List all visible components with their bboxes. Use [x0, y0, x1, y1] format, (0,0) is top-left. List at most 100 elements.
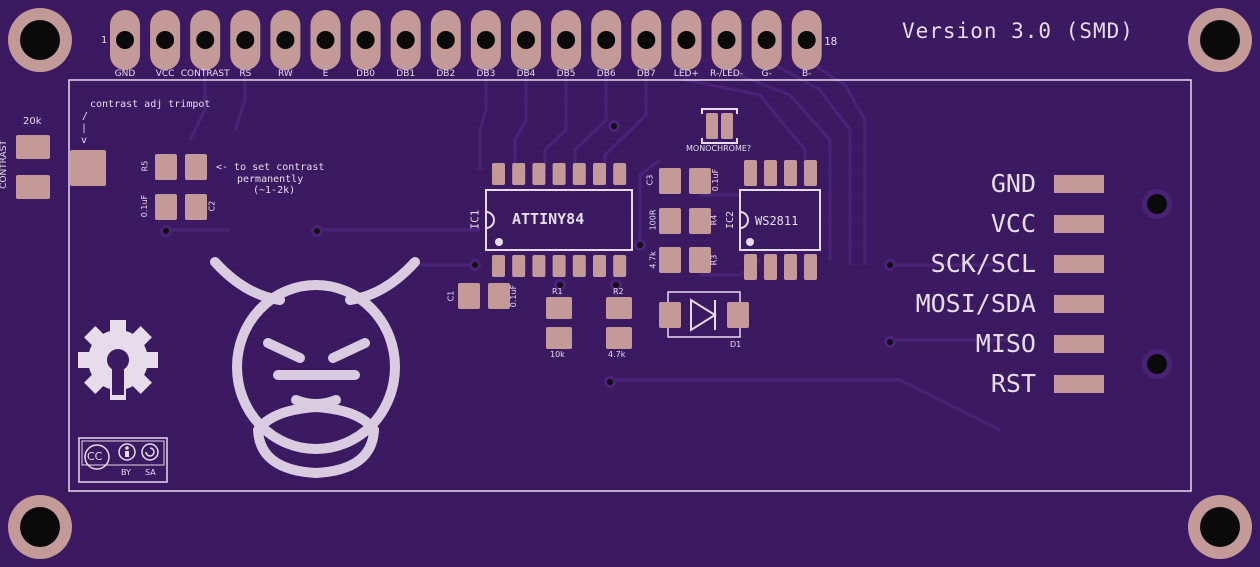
ic1-name-label: ATTINY84 [512, 210, 585, 228]
r2-value-label: 4.7k [608, 350, 626, 359]
header-label-db4: DB4 [516, 69, 536, 79]
header-pin-hole [276, 31, 295, 49]
ic1-pad [492, 163, 505, 185]
header-pin-hole [156, 31, 175, 49]
header-label-e: E [322, 69, 329, 79]
r5-label: R5 [140, 160, 150, 172]
trimpot-arrow-slash: / [82, 111, 89, 122]
io-label-vcc: VCC [990, 209, 1036, 238]
c2-value-label: 0.1uF [140, 194, 150, 218]
ic2-pad [764, 254, 777, 280]
header-label-db3: DB3 [476, 69, 496, 79]
header-label-db6: DB6 [596, 69, 616, 79]
ic2-pad [784, 254, 797, 280]
ic2-pad [804, 160, 817, 186]
header-label-r-led-: R-/LED- [709, 69, 744, 79]
header-label-db0: DB0 [356, 69, 376, 79]
header-pin-hole [236, 31, 255, 49]
io-label-mosi-sda: MOSI/SDA [915, 289, 1036, 318]
header-pin-last-number: 18 [824, 35, 838, 48]
cc-label: CC [87, 450, 103, 463]
trimpot-note: contrast adj trimpot [90, 99, 211, 110]
io-label-sck-scl: SCK/SCL [930, 249, 1036, 278]
header-pin-hole [116, 31, 134, 49]
c3-label: C3 [645, 174, 655, 186]
header-pin-hole [557, 31, 576, 49]
contrast-side-label: CONTRAST [0, 140, 9, 189]
monochrome-jumper [701, 108, 738, 144]
header-pin-hole [436, 31, 455, 49]
ic1-pad [532, 163, 546, 185]
ic1-pads [492, 163, 627, 277]
ic2-pad [744, 160, 757, 186]
trimpot-arrow-head: v [81, 135, 88, 146]
ic1-pad [572, 163, 586, 185]
version-label: Version 3.0 (SMD) [902, 19, 1134, 43]
cc-license-badge [78, 437, 168, 483]
vias [160, 120, 1172, 388]
ic1-pad [552, 163, 566, 185]
copper-traces [165, 40, 1010, 432]
header-pin-hole [717, 31, 736, 49]
open-hardware-gear-icon [78, 320, 158, 400]
header-pin-hole [396, 31, 415, 49]
ic2-pad [744, 254, 757, 280]
ic1-pad [512, 163, 526, 185]
ic2-name-label: WS2811 [755, 214, 799, 228]
ic1-pad [593, 255, 606, 277]
d1-diode [659, 291, 749, 338]
display-outline [68, 79, 1192, 492]
header-label-b-: B- [801, 69, 812, 79]
mascot-face-icon [210, 257, 420, 479]
header-label-db1: DB1 [396, 69, 416, 79]
ic1-pad [532, 255, 546, 277]
header-pin-hole [597, 31, 616, 49]
ic2-pads [744, 160, 817, 280]
c3-value-label: 0.1uF [711, 168, 721, 192]
header-pin-hole [677, 31, 696, 49]
ic1-pad [613, 163, 627, 185]
io-label-miso: MISO [975, 329, 1036, 358]
header-pin-hole [196, 31, 215, 49]
d1-label: D1 [730, 340, 742, 349]
header-pin-hole [797, 31, 816, 49]
ic1-pad [613, 255, 627, 277]
ic2-pad [784, 160, 797, 186]
io-label-gnd: GND [990, 169, 1036, 198]
ic1-pad [492, 255, 505, 277]
ic2-ref-label: IC2 [725, 210, 737, 230]
header-pin-first-number: 1 [101, 35, 108, 46]
c2-label: C2 [207, 200, 217, 212]
header-label-g-: G- [761, 69, 772, 79]
header-label-gnd: GND [114, 69, 136, 79]
lcd-header-pins [110, 10, 822, 70]
header-label-db7: DB7 [636, 69, 656, 79]
io-label-rst: RST [990, 369, 1036, 398]
header-label-rs: RS [239, 69, 252, 79]
ic1-pad [572, 255, 586, 277]
ic1-pad [512, 255, 526, 277]
c1-value-label: 0.1uF [509, 284, 519, 308]
ic1-attiny84 [485, 189, 633, 251]
header-label-vcc: VCC [155, 69, 175, 79]
c1-label: C1 [446, 290, 456, 302]
ic2-pad [764, 160, 777, 186]
header-label-contrast: CONTRAST [180, 69, 230, 79]
header-pin-hole [517, 31, 535, 49]
mono-label: MONOCHROME? [686, 144, 752, 153]
r1-r2-resistors [546, 297, 632, 349]
r1-value-label: 10k [550, 350, 565, 359]
ic1-pad [552, 255, 566, 277]
ic2-ws2811 [739, 189, 821, 251]
header-pin-hole [356, 31, 375, 49]
contrast-pot-value: 20k [23, 116, 42, 127]
header-label-db2: DB2 [436, 69, 456, 79]
set-contrast-note-line1: <- to set contrast [216, 162, 325, 173]
contrast-trimpot [16, 135, 207, 220]
header-label-db5: DB5 [556, 69, 576, 79]
mounting-holes [8, 8, 1252, 559]
header-label-rw: RW [277, 69, 293, 79]
header-pin-hole [316, 31, 335, 49]
